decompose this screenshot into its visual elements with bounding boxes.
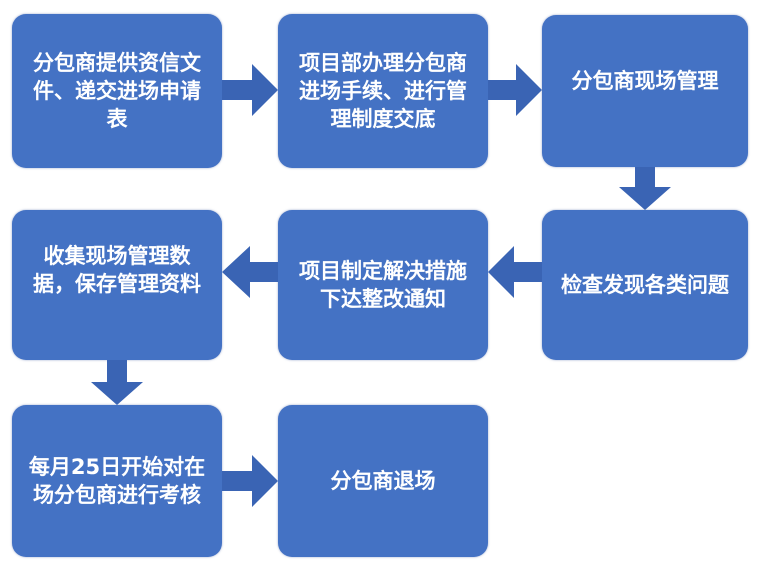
step-exit: 分包商退场 (278, 405, 488, 557)
step-collect-data: 收集现场管理数据，保存管理资料 (12, 210, 222, 360)
arrow-right-icon (488, 64, 542, 116)
step-rectification-notice: 项目制定解决措施下达整改通知 (278, 210, 488, 360)
step-submit-qualification: 分包商提供资信文件、递交进场申请表 (12, 14, 222, 168)
step-text: 项目制定解决措施下达整改通知 (299, 259, 467, 311)
arrow-right-icon (222, 455, 278, 507)
step-text: 检查发现各类问题 (561, 273, 729, 297)
step-monthly-assessment: 每月25日开始对在场分包商进行考核 (12, 405, 222, 557)
arrow-down-icon (91, 360, 143, 405)
arrow-down-icon (619, 167, 671, 210)
step-entry-procedures: 项目部办理分包商进场手续、进行管理制度交底 (278, 14, 488, 168)
step-text: 分包商现场管理 (571, 69, 719, 93)
step-site-management: 分包商现场管理 (542, 15, 748, 167)
step-text: 收集现场管理数据，保存管理资料 (33, 244, 201, 296)
arrow-left-icon (488, 246, 542, 298)
step-text: 项目部办理分包商进场手续、进行管理制度交底 (299, 51, 467, 131)
arrow-right-icon (222, 64, 278, 116)
step-text: 分包商退场 (330, 469, 436, 493)
step-inspect-issues: 检查发现各类问题 (542, 210, 748, 360)
step-text: 每月25日开始对在场分包商进行考核 (28, 455, 206, 507)
arrow-left-icon (222, 246, 278, 298)
step-text: 分包商提供资信文件、递交进场申请表 (33, 51, 201, 131)
